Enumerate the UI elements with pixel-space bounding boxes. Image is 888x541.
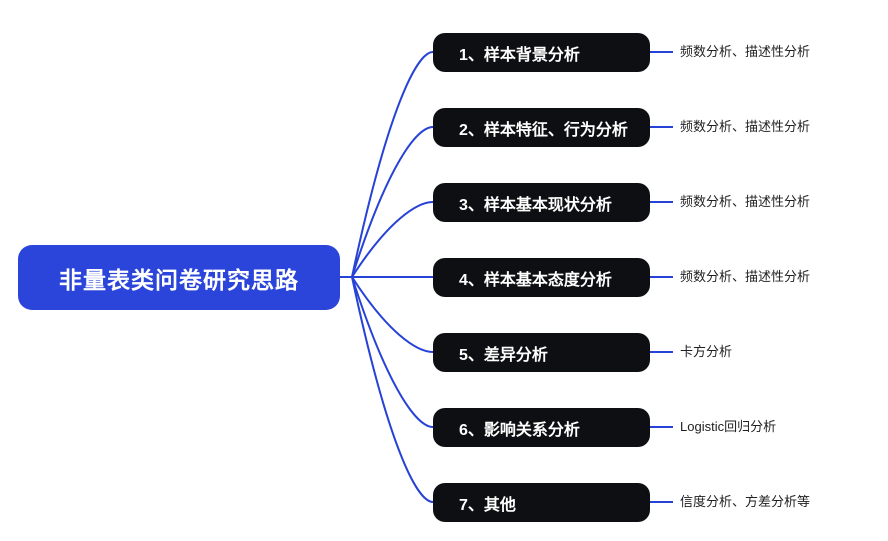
branch-node-5-label: 5、差异分析 [459,346,548,364]
branch-node-5[interactable]: 5、差异分析 [433,333,650,372]
branch-node-4[interactable]: 4、样本基本态度分析 [433,258,650,297]
branch-node-4-label: 4、样本基本态度分析 [459,271,612,289]
branch-node-3-label: 3、样本基本现状分析 [459,196,612,214]
branch-node-7[interactable]: 7、其他 [433,483,650,522]
annotation-node-2[interactable]: 频数分析、描述性分析 [680,119,811,134]
annotation-node-5[interactable]: 卡方分析 [680,344,733,359]
annotation-node-3[interactable]: 频数分析、描述性分析 [680,194,811,209]
branch-node-7-label: 7、其他 [459,496,516,514]
branch-node-6[interactable]: 6、影响关系分析 [433,408,650,447]
root-node-label: 非量表类问卷研究思路 [59,266,299,293]
annotation-node-1[interactable]: 频数分析、描述性分析 [680,44,811,59]
annotation-node-6[interactable]: Logistic回归分析 [680,419,777,434]
connector-curve-branch-5 [351,276,434,353]
branch-node-2[interactable]: 2、样本特征、行为分析 [433,108,650,147]
branch-node-3[interactable]: 3、样本基本现状分析 [433,183,650,222]
annotation-node-7[interactable]: 信度分析、方差分析等 [680,494,811,509]
connector-curve-branch-7 [351,276,434,503]
branch-node-6-label: 6、影响关系分析 [459,421,580,439]
branch-node-2-label: 2、样本特征、行为分析 [459,121,628,139]
branch-node-1-label: 1、样本背景分析 [459,46,580,64]
connector-curve-branch-2 [351,126,434,278]
connector-curve-branch-3 [351,201,434,278]
branch-node-1[interactable]: 1、样本背景分析 [433,33,650,72]
annotation-node-4[interactable]: 频数分析、描述性分析 [680,269,811,284]
connector-curve-branch-1 [351,51,434,278]
root-node[interactable]: 非量表类问卷研究思路 [18,245,340,310]
connector-curve-branch-6 [351,276,434,428]
